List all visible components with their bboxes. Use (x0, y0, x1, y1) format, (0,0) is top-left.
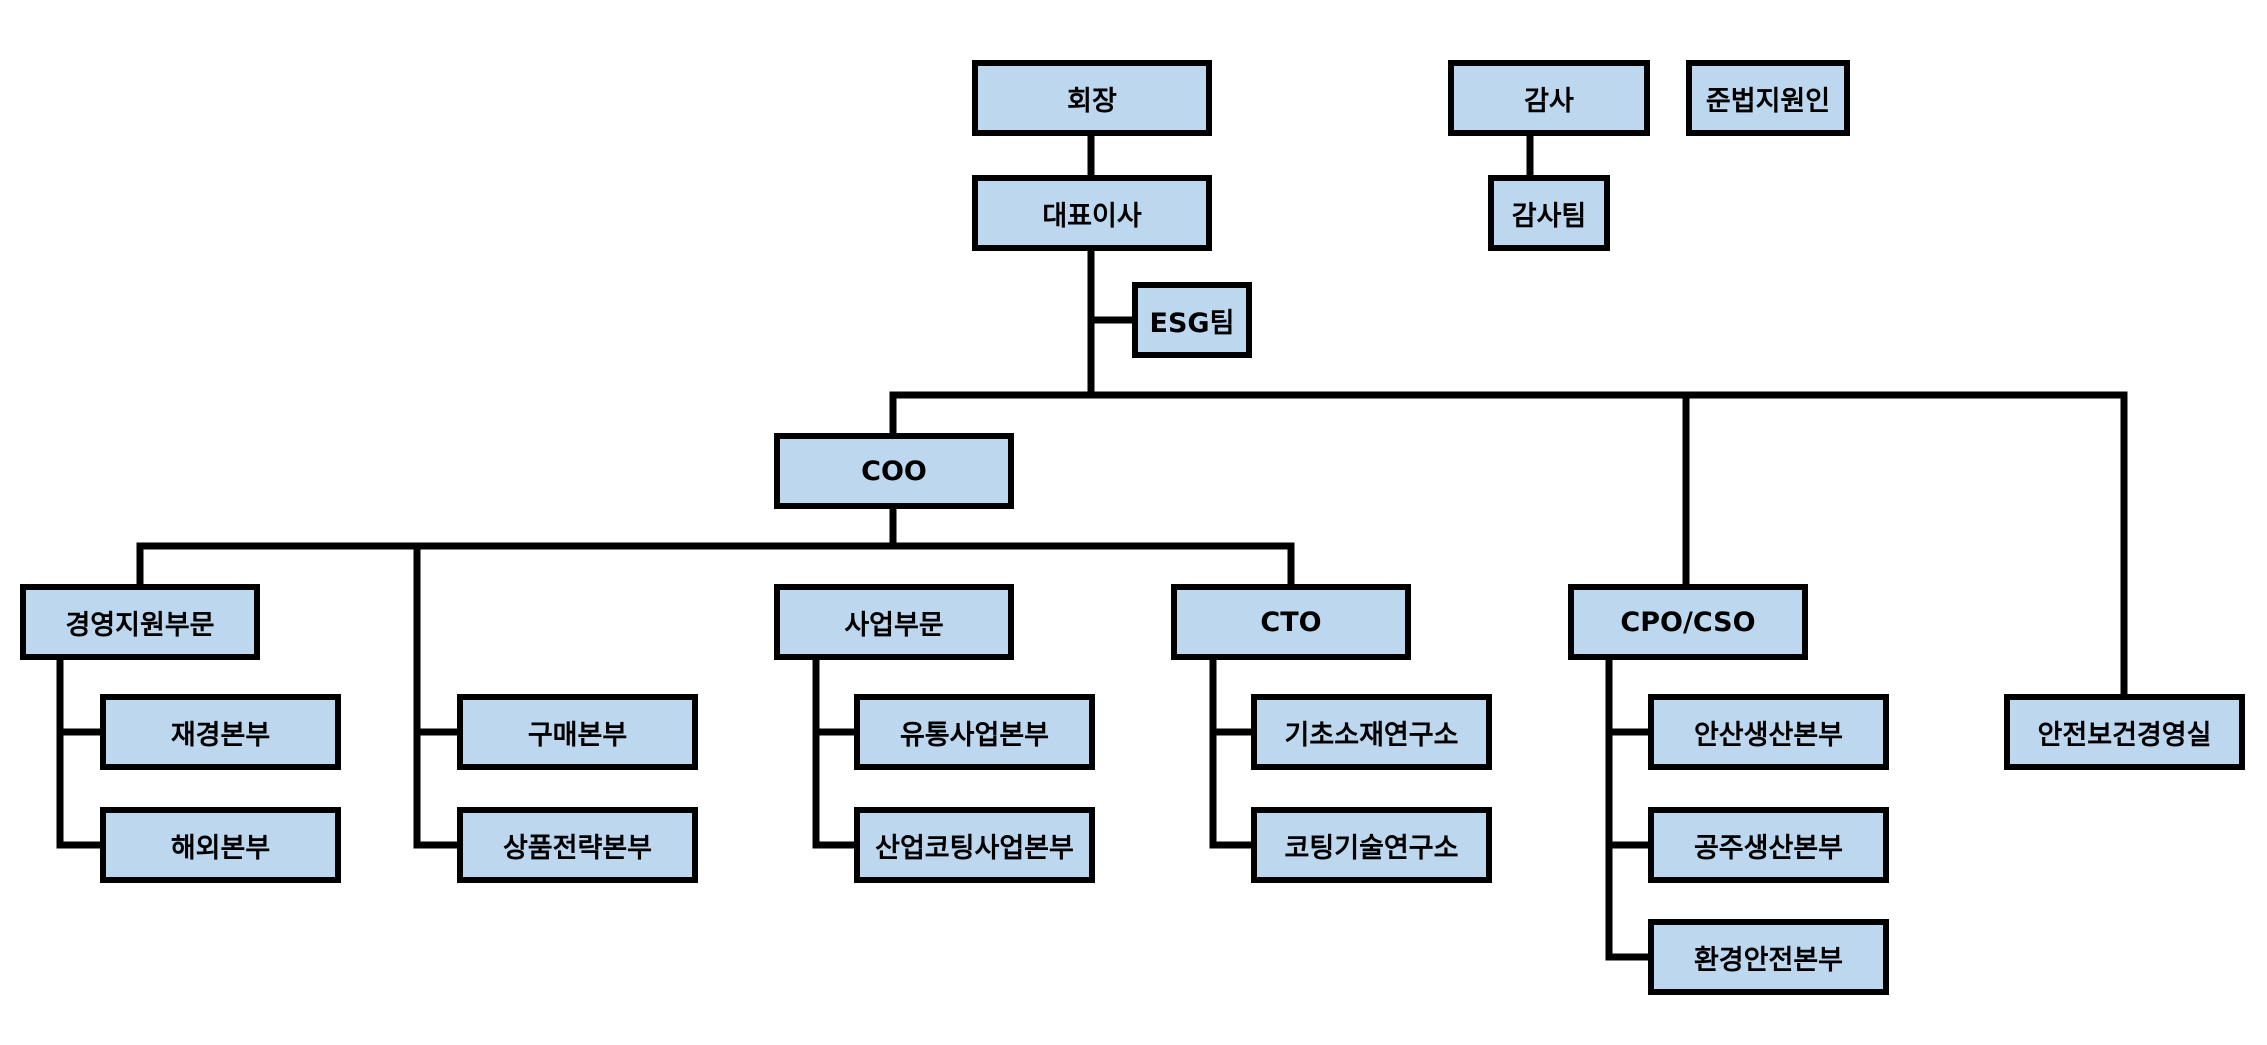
product-strategy-hq-box: 상품전략본부 (457, 807, 698, 883)
audit-team-box: 감사팀 (1488, 175, 1610, 251)
purchasing-hq-box: 구매본부 (457, 694, 698, 770)
gongju-hq-box: 공주생산본부 (1648, 807, 1889, 883)
overseas-hq-box: 해외본부 (100, 807, 341, 883)
compliance-officer-box: 준법지원인 (1686, 60, 1850, 136)
distribution-hq-box: 유통사업본부 (854, 694, 1095, 770)
audit-box: 감사 (1448, 60, 1650, 136)
materials-lab-box: 기초소재연구소 (1251, 694, 1492, 770)
safety-health-office-box: 안전보건경영실 (2004, 694, 2245, 770)
management-support-box: 경영지원부문 (20, 584, 260, 660)
ansan-hq-box: 안산생산본부 (1648, 694, 1889, 770)
env-safety-hq-box: 환경안전본부 (1648, 919, 1889, 995)
industrial-coating-hq-box: 산업코팅사업본부 (854, 807, 1095, 883)
cto-box: CTO (1171, 584, 1411, 660)
coating-lab-box: 코팅기술연구소 (1251, 807, 1492, 883)
ceo-box: 대표이사 (972, 175, 1212, 251)
coo-box: COO (774, 433, 1014, 509)
cpo-cso-box: CPO/CSO (1568, 584, 1808, 660)
chairman-box: 회장 (972, 60, 1212, 136)
finance-hq-box: 재경본부 (100, 694, 341, 770)
business-division-box: 사업부문 (774, 584, 1014, 660)
esg-team-box: ESG팀 (1132, 282, 1252, 358)
